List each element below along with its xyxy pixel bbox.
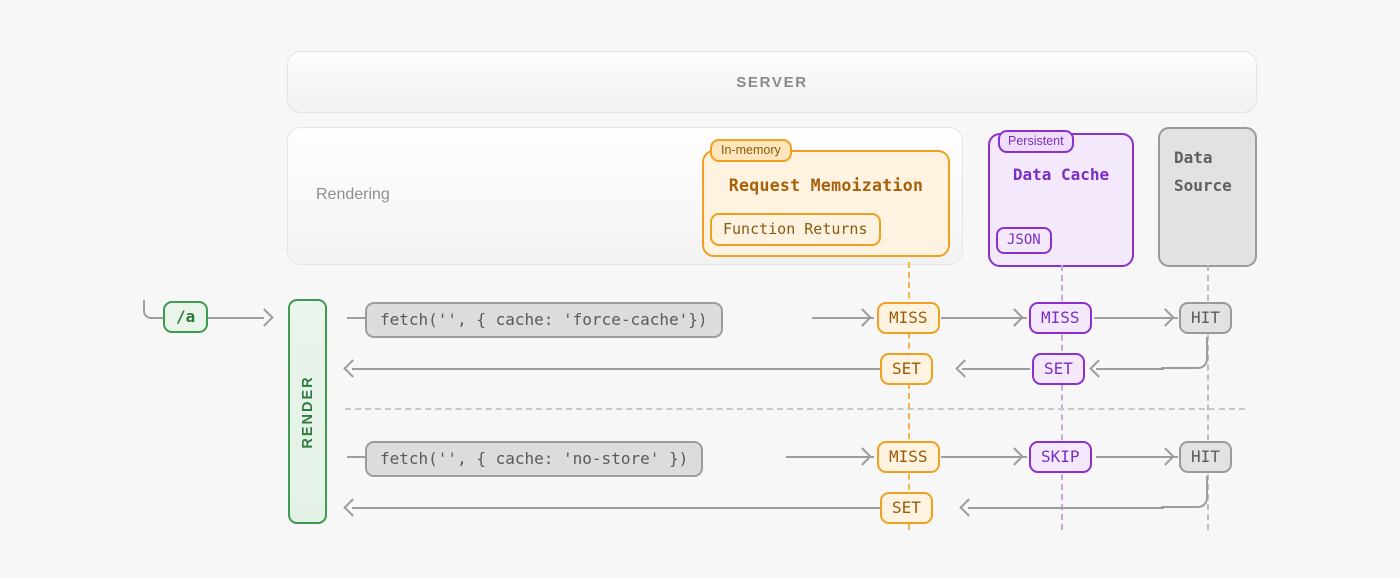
row1-code-to-memo-arrowhead (853, 308, 872, 327)
request-memoization-title: Request Memoization (728, 176, 924, 195)
row1-memoset-to-render-arrowhead (343, 359, 362, 378)
row2-fetch-code-pill[interactable]: fetch('', { cache: 'no-store' }) (365, 441, 704, 477)
route-to-render-arrowhead (255, 308, 274, 327)
row1-fetch-code-pill[interactable]: fetch('', { cache: 'force-cache'}) (365, 302, 723, 338)
data-source-title-line1: Data (1174, 148, 1213, 167)
row2-data-cache-status: SKIP (1029, 441, 1092, 473)
row1-data-source-status: HIT (1179, 302, 1232, 334)
row1-memo-to-cache-line (941, 317, 1027, 319)
row2-memoset-to-render-arrowhead (343, 498, 362, 517)
render-label: RENDER (299, 374, 316, 449)
route-to-render-line (206, 317, 264, 319)
row1-source-to-cacheset-line (1096, 368, 1164, 370)
row1-source-return-elbow (1161, 337, 1208, 369)
row1-source-to-cacheset-arrowhead (1089, 359, 1108, 378)
row2-render-to-code-line (347, 456, 369, 458)
row2-code-to-memo-line (786, 456, 874, 458)
route-entry-connector (143, 300, 167, 319)
row2-source-to-memoset-line (968, 507, 1164, 509)
row1-cacheset-to-memoset-line (962, 368, 1030, 370)
persistent-tag: Persistent (998, 130, 1074, 153)
row2-memoset-to-render-line (352, 507, 880, 509)
data-source-guide-line (1207, 265, 1209, 530)
row1-memoization-status: MISS (877, 302, 940, 334)
server-container: SERVER (287, 51, 1257, 113)
row1-cache-to-source-line (1094, 317, 1178, 319)
row1-memoset-to-render-line (352, 368, 880, 370)
json-chip: JSON (996, 227, 1052, 254)
row2-cache-to-source-line (1096, 456, 1178, 458)
server-label: SERVER (736, 73, 808, 91)
data-source-title-line2: Source (1174, 176, 1232, 195)
row1-cache-to-source-arrowhead (1156, 308, 1175, 327)
row1-data-cache-status: MISS (1029, 302, 1092, 334)
function-returns-chip: Function Returns (710, 213, 881, 246)
row2-data-source-status: HIT (1179, 441, 1232, 473)
memoization-guide-line (908, 262, 910, 530)
row2-memoization-status: MISS (877, 441, 940, 473)
row2-memo-to-cache-arrowhead (1005, 447, 1024, 466)
row2-memo-to-cache-line (941, 456, 1027, 458)
row2-memoization-set: SET (880, 492, 933, 524)
row1-code-to-memo-line (812, 317, 874, 319)
row2-source-return-elbow (1161, 476, 1208, 508)
in-memory-tag: In-memory (710, 139, 792, 162)
row2-cache-to-source-arrowhead (1156, 447, 1175, 466)
rendering-label: Rendering (316, 186, 390, 203)
row1-memoization-set: SET (880, 353, 933, 385)
row1-cacheset-to-memoset-arrowhead (955, 359, 974, 378)
row2-source-to-memoset-arrowhead (959, 498, 978, 517)
data-source-card: Data Source (1158, 127, 1257, 267)
row2-code-to-memo-arrowhead (853, 447, 872, 466)
data-cache-title: Data Cache (1012, 165, 1110, 184)
row1-render-to-code-line (347, 317, 369, 319)
data-cache-guide-line (1061, 265, 1063, 530)
row-separator (345, 408, 1245, 410)
route-badge[interactable]: /a (163, 301, 209, 333)
render-column: RENDER (288, 299, 327, 524)
row1-memo-to-cache-arrowhead (1005, 308, 1024, 327)
row1-data-cache-set: SET (1032, 353, 1085, 385)
